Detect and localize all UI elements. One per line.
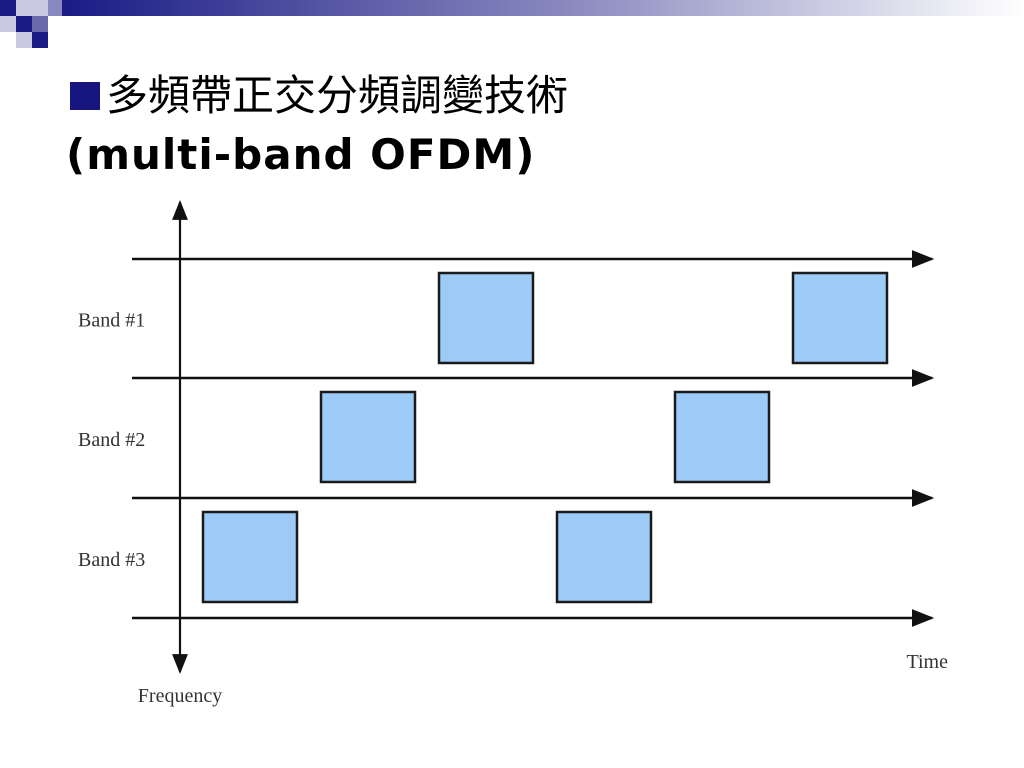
band-1-time-slot-1 bbox=[437, 271, 535, 365]
multiband-ofdm-diagram: Band #1 Band #2 Band #3 Time Frequency bbox=[78, 200, 948, 707]
title-line-cjk: 多頻帶正交分頻調變技術 bbox=[66, 66, 568, 126]
band-2-time-slot-1 bbox=[319, 390, 417, 484]
y-axis-label: Frequency bbox=[138, 685, 222, 707]
band-label-1: Band #1 bbox=[78, 310, 145, 332]
slide-title: 多頻帶正交分頻調變技術 (multi-band OFDM) bbox=[66, 66, 568, 184]
band-label-3: Band #3 bbox=[78, 549, 145, 571]
band-2-time-slot-2 bbox=[673, 390, 771, 484]
band-label-2: Band #2 bbox=[78, 429, 145, 451]
band-3-time-slot-1 bbox=[201, 510, 299, 604]
title-cjk-text: 多頻帶正交分頻調變技術 bbox=[106, 71, 569, 120]
header-decoration bbox=[0, 0, 1024, 48]
square-bullet-icon bbox=[70, 82, 100, 110]
band-3-time-slot-2 bbox=[555, 510, 653, 604]
x-axis-label: Time bbox=[906, 651, 948, 673]
band-1-time-slot-2 bbox=[791, 271, 889, 365]
title-line-en: (multi-band OFDM) bbox=[66, 130, 536, 179]
